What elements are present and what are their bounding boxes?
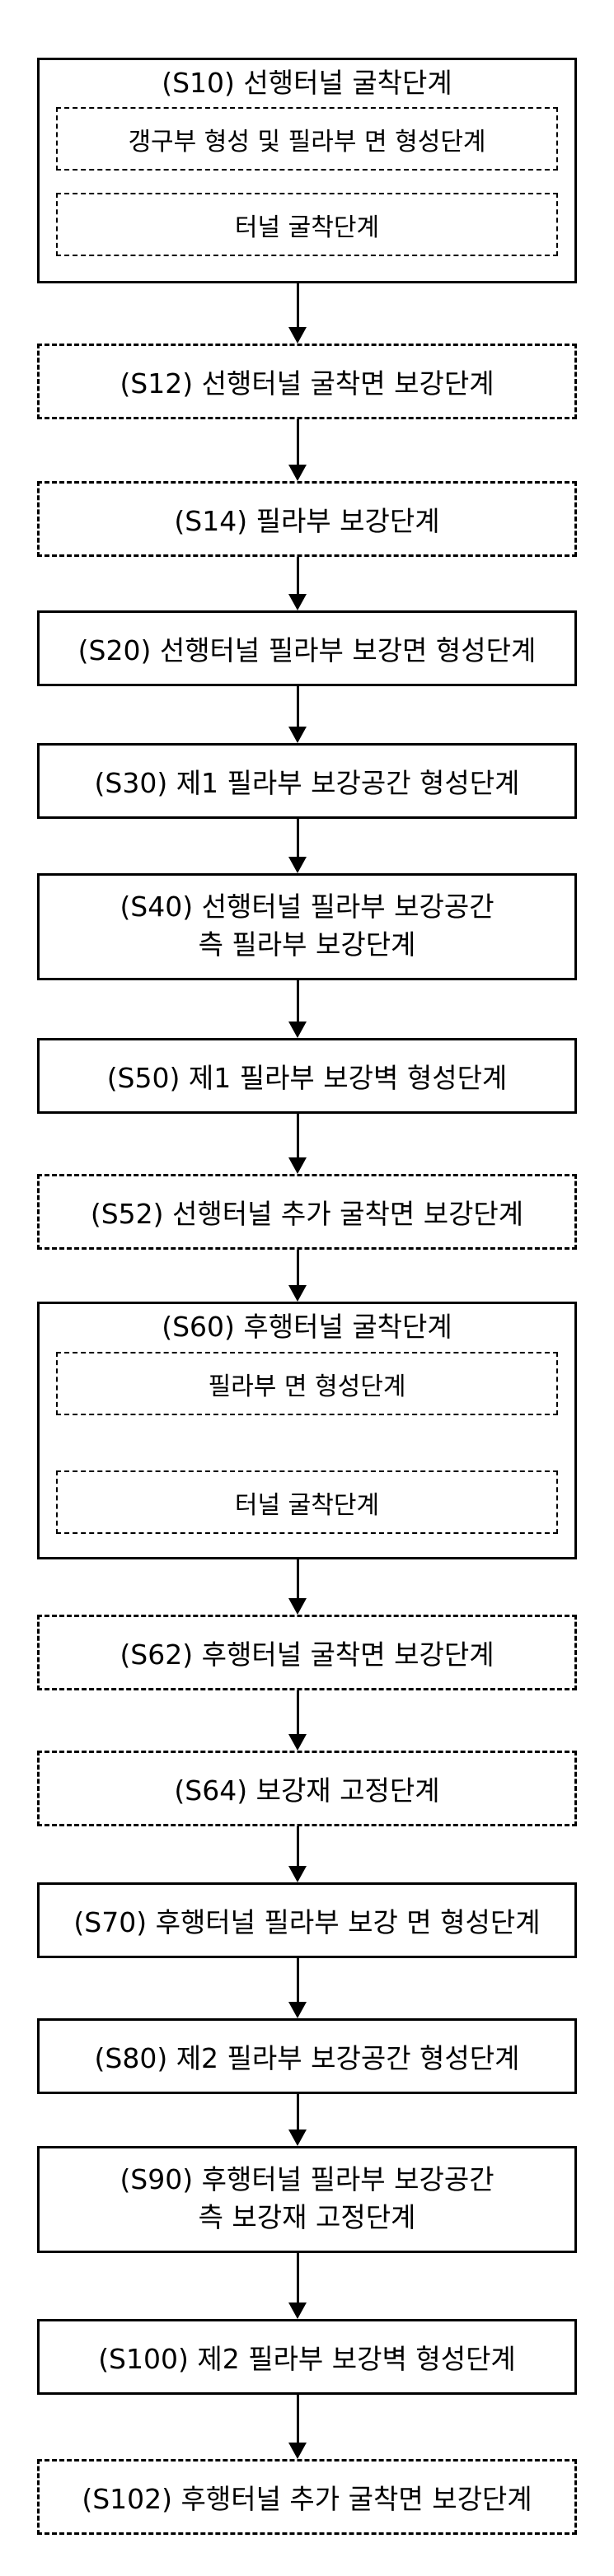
step-label: (S62) 후행터널 굴착면 보강단계	[120, 1639, 494, 1671]
step-box: (S12) 선행터널 굴착면 보강단계	[37, 344, 577, 419]
arrow-down-icon	[288, 727, 307, 743]
arrow-line	[297, 1114, 299, 1159]
arrow-line	[297, 1559, 299, 1600]
arrow-down-icon	[288, 465, 307, 481]
arrow-down-icon	[288, 594, 307, 610]
arrow-down-icon	[288, 1598, 307, 1615]
arrow-down-icon	[288, 1734, 307, 1751]
arrow-line	[297, 2253, 299, 2304]
substep-label: 터널 굴착단계	[234, 213, 380, 242]
step-box: (S80) 제2 필라부 보강공간 형성단계	[37, 2018, 577, 2094]
arrow-line	[297, 980, 299, 1023]
arrow-line	[297, 1690, 299, 1736]
step-label-line1: (S40) 선행터널 필라부 보강공간	[120, 891, 494, 923]
arrow-down-icon	[288, 2303, 307, 2319]
step-box: (S62) 후행터널 굴착면 보강단계	[37, 1615, 577, 1690]
step-box: (S102) 후행터널 추가 굴착면 보강단계	[37, 2459, 577, 2535]
substep-label: 필라부 면 형성단계	[208, 1372, 406, 1401]
step-box: (S70) 후행터널 필라부 보강 면 형성단계	[37, 1882, 577, 1958]
step-label: (S12) 선행터널 굴착면 보강단계	[120, 367, 494, 400]
step-label: (S64) 보강재 고정단계	[174, 1774, 440, 1807]
substep-label: 터널 굴착단계	[234, 1490, 380, 1520]
step-box: (S100) 제2 필라부 보강벽 형성단계	[37, 2319, 577, 2395]
step-box: (S50) 제1 필라부 보강벽 형성단계	[37, 1038, 577, 1114]
arrow-line	[297, 2395, 299, 2444]
step-label: (S20) 선행터널 필라부 보강면 형성단계	[77, 634, 537, 666]
arrow-line	[297, 1958, 299, 2003]
step-label: (S50) 제1 필라부 보강벽 형성단계	[106, 1062, 508, 1094]
step-label: (S70) 후행터널 필라부 보강 면 형성단계	[73, 1906, 541, 1938]
step-label-line2: 측 보강재 고정단계	[198, 2201, 416, 2233]
arrow-line	[297, 419, 299, 466]
step-box: (S52) 선행터널 추가 굴착면 보강단계	[37, 1174, 577, 1250]
step-box: (S20) 선행터널 필라부 보강면 형성단계	[37, 610, 577, 686]
step-label: (S30) 제1 필라부 보강공간 형성단계	[94, 767, 520, 799]
step-title: (S60) 후행터널 굴착단계	[162, 1311, 452, 1343]
arrow-down-icon	[288, 2002, 307, 2018]
step-label: (S52) 선행터널 추가 굴착면 보강단계	[90, 1198, 524, 1230]
arrow-down-icon	[288, 857, 307, 873]
arrow-line	[297, 2094, 299, 2131]
step-label: (S100) 제2 필라부 보강벽 형성단계	[98, 2343, 516, 2375]
step-box: (S14) 필라부 보강단계	[37, 481, 577, 557]
step-box: (S64) 보강재 고정단계	[37, 1751, 577, 1826]
arrow-down-icon	[288, 1157, 307, 1174]
step-label-line1: (S90) 후행터널 필라부 보강공간	[120, 2163, 494, 2195]
substep-box: 터널 굴착단계	[56, 193, 558, 256]
step-label: (S80) 제2 필라부 보강공간 형성단계	[94, 2042, 520, 2074]
arrow-down-icon	[288, 2443, 307, 2459]
step-label-line2: 측 필라부 보강단계	[198, 928, 416, 961]
arrow-line	[297, 1250, 299, 1287]
arrow-down-icon	[288, 1022, 307, 1038]
arrow-down-icon	[288, 327, 307, 344]
arrow-line	[297, 283, 299, 329]
arrow-line	[297, 819, 299, 858]
step-label: (S102) 후행터널 추가 굴착면 보강단계	[82, 2483, 532, 2515]
substep-label: 갱구부 형성 및 필라부 면 형성단계	[128, 127, 486, 157]
step-label: (S14) 필라부 보강단계	[174, 505, 440, 537]
arrow-down-icon	[288, 1285, 307, 1302]
substep-box: 갱구부 형성 및 필라부 면 형성단계	[56, 107, 558, 171]
arrow-down-icon	[288, 1866, 307, 1882]
substep-box: 터널 굴착단계	[56, 1470, 558, 1534]
step-title: (S10) 선행터널 굴착단계	[162, 67, 452, 99]
arrow-line	[297, 1826, 299, 1868]
arrow-line	[297, 557, 299, 596]
step-box: (S30) 제1 필라부 보강공간 형성단계	[37, 743, 577, 819]
arrow-line	[297, 686, 299, 728]
substep-box: 필라부 면 형성단계	[56, 1352, 558, 1415]
arrow-down-icon	[288, 2130, 307, 2146]
